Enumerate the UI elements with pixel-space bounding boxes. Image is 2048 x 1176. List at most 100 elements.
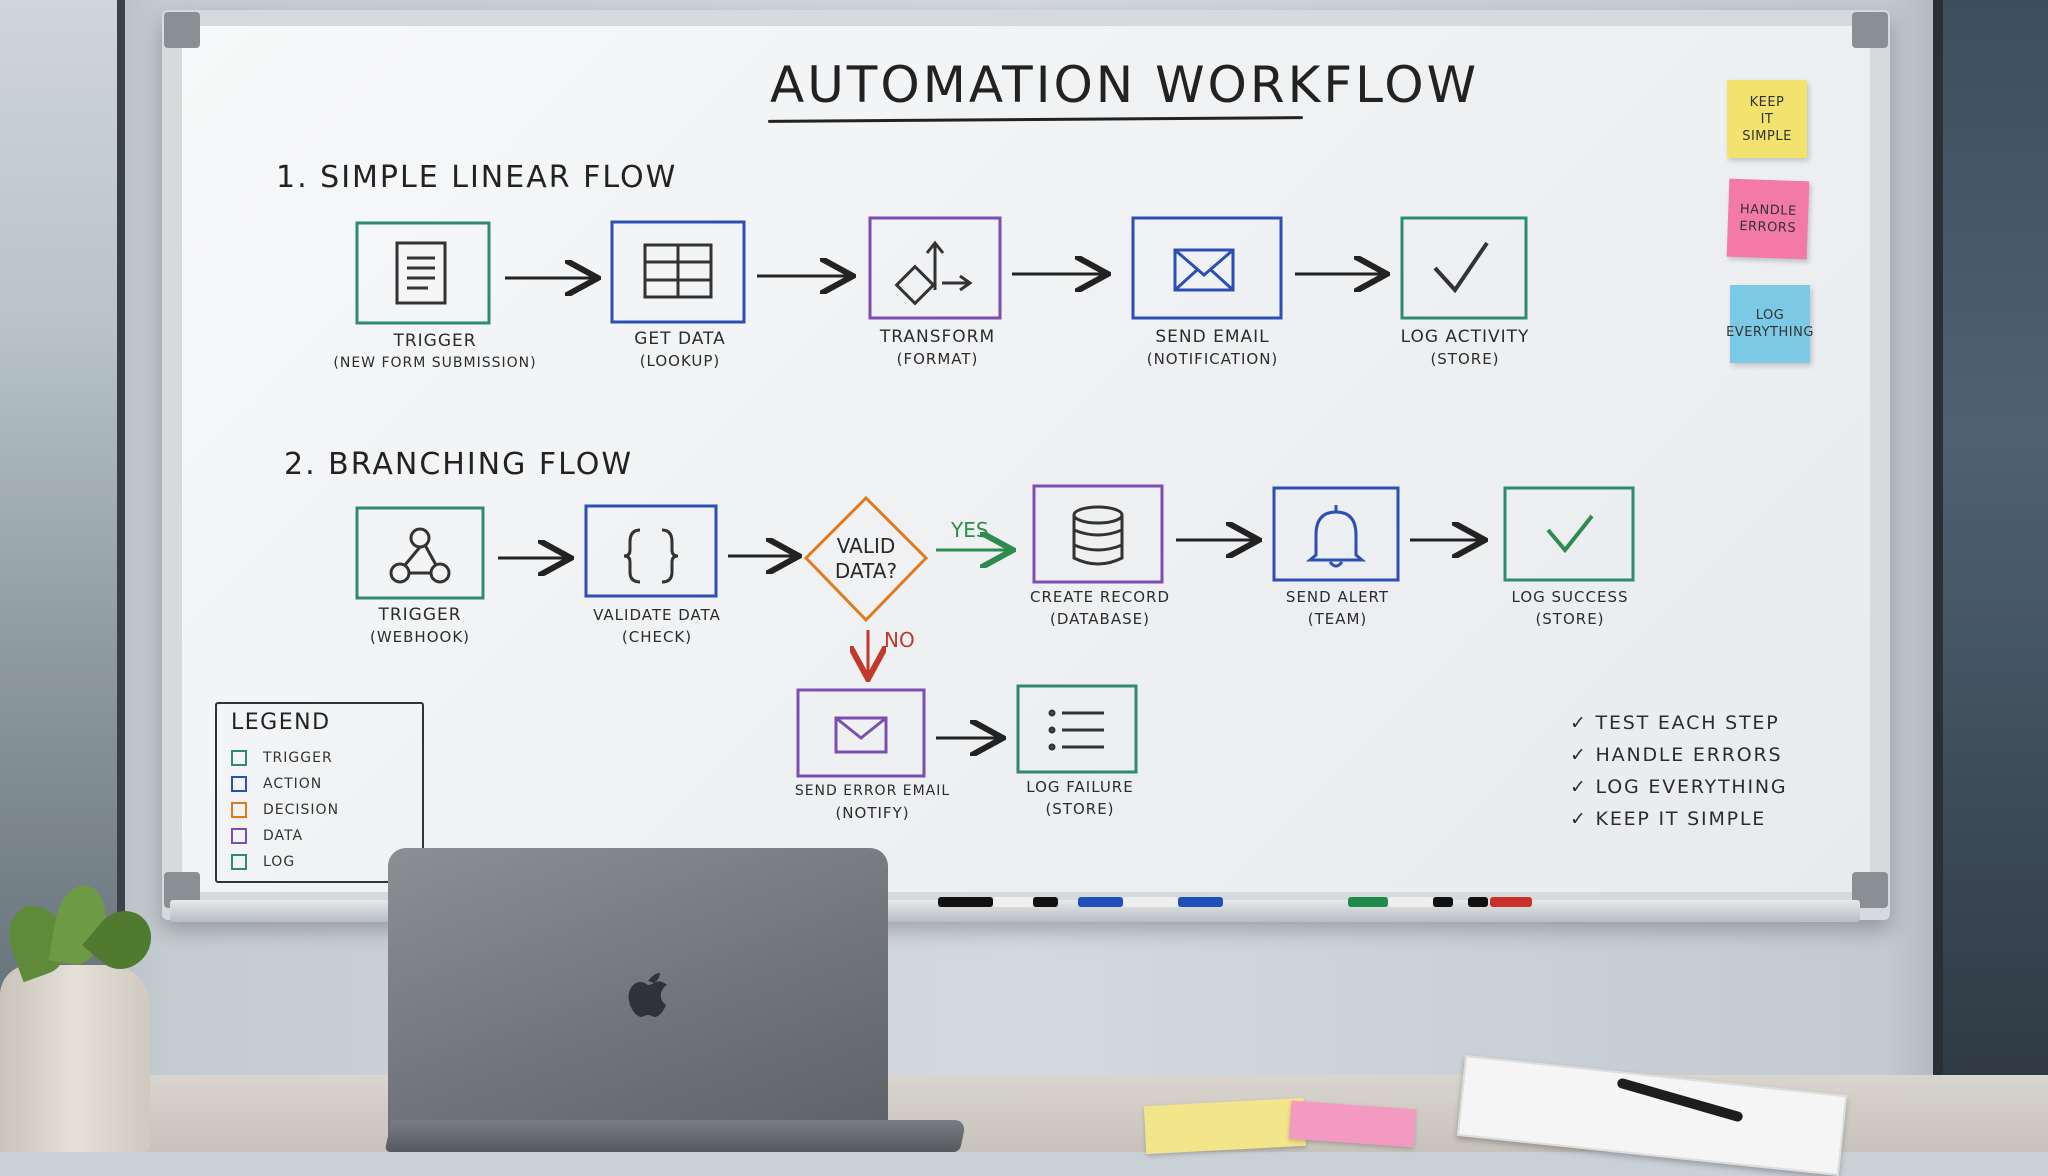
marker-cap (993, 897, 1033, 907)
black-marker (1033, 897, 1058, 907)
sticky-text: SIMPLE (1742, 128, 1792, 144)
document-icon (395, 241, 447, 305)
blue-marker (1078, 897, 1123, 907)
legend-item-decision: DECISION (231, 802, 339, 818)
black-marker (938, 897, 993, 907)
braces-icon (623, 528, 679, 584)
node-name: GET DATA (634, 329, 726, 349)
node-validate-box (584, 504, 718, 598)
workflow-diagram: VALID DATA? YES NO (355, 216, 1635, 778)
label-transform: TRANSFORM (FORMAT) (860, 326, 1015, 370)
checkmark-icon (1433, 241, 1489, 294)
legend-item-trigger: TRIGGER (231, 750, 333, 766)
label-log-success: LOG SUCCESS (STORE) (1490, 586, 1650, 630)
legend-swatch (231, 776, 247, 792)
node-sub: (FORMAT) (896, 350, 979, 368)
legend-item-data: DATA (231, 828, 303, 844)
node-get-data-box (610, 220, 746, 324)
section-1-title: 1. SIMPLE LINEAR FLOW (276, 160, 678, 195)
blue-marker (1178, 897, 1223, 907)
label-trigger-form: TRIGGER (NEW FORM SUBMISSION) (330, 330, 540, 374)
checkmark-icon (1546, 514, 1594, 554)
node-name: SEND ERROR EMAIL (794, 783, 951, 799)
node-sub: (WEBHOOK) (369, 628, 471, 646)
sticky-text: ERRORS (1739, 219, 1797, 236)
sticky-pad-yellow (1143, 1097, 1307, 1155)
legend-swatch (231, 854, 247, 870)
node-sub: (NEW FORM SUBMISSION) (333, 355, 537, 371)
label-send-alert: SEND ALERT (TEAM) (1260, 586, 1415, 630)
black-marker (1433, 897, 1453, 907)
green-marker (1348, 897, 1388, 907)
legend-item-log: LOG (231, 854, 295, 870)
legend-label: DATA (263, 828, 304, 844)
legend-item-action: ACTION (231, 776, 322, 792)
sticky-text: IT (1760, 111, 1774, 127)
table-icon (643, 243, 713, 299)
node-name: TRIGGER (393, 331, 477, 351)
label-log-failure: LOG FAILURE (STORE) (1000, 776, 1160, 820)
bell-icon (1305, 505, 1367, 568)
node-error-email-box (796, 688, 926, 778)
legend-title: LEGEND (231, 710, 331, 735)
node-name: TRIGGER (378, 605, 462, 625)
node-send-alert-box (1272, 486, 1400, 582)
checklist-item: ✓ LOG EVERYTHING (1570, 776, 1788, 798)
marker-cap (1123, 897, 1178, 907)
node-log-success-box (1503, 486, 1635, 582)
frame-corner (1852, 12, 1888, 48)
transform-icon (894, 240, 973, 306)
node-send-email-box (1131, 216, 1283, 320)
node-name: TRANSFORM (879, 327, 996, 347)
sticky-text: KEEP (1749, 94, 1785, 110)
label-create-record: CREATE RECORD (DATABASE) (1015, 586, 1185, 630)
envelope-icon (1173, 248, 1235, 292)
node-name: LOG ACTIVITY (1400, 327, 1530, 347)
node-transform-box (868, 216, 1002, 320)
node-name: LOG SUCCESS (1511, 588, 1629, 606)
sticky-note-log-everything: LOG EVERYTHING (1726, 285, 1813, 363)
node-sub: (STORE) (1430, 350, 1500, 368)
left-window (0, 0, 125, 1080)
apple-logo-icon (628, 973, 667, 1017)
label-trigger-webhook: TRIGGER (WEBHOOK) (345, 604, 495, 648)
black-marker (1468, 897, 1488, 907)
red-marker (1490, 897, 1532, 907)
node-trigger-webhook-box (355, 506, 485, 600)
node-log-failure-box (1016, 684, 1138, 774)
decision-diamond (803, 495, 929, 623)
right-window (1933, 0, 2048, 1080)
legend-swatch (231, 828, 247, 844)
legend-swatch (231, 802, 247, 818)
sticky-note-keep-simple: KEEP IT SIMPLE (1727, 80, 1807, 158)
label-error-email: SEND ERROR EMAIL (NOTIFY) (780, 780, 965, 824)
legend-label: ACTION (263, 776, 323, 792)
node-sub: (STORE) (1045, 800, 1115, 818)
laptop-base (384, 1120, 967, 1152)
list-icon (1048, 709, 1104, 751)
node-sub: (NOTIFY) (835, 804, 910, 822)
label-send-email: SEND EMAIL (NOTIFICATION) (1125, 326, 1300, 370)
database-icon (1072, 505, 1124, 566)
sticky-text: HANDLE (1739, 202, 1797, 219)
label-log-activity: LOG ACTIVITY (STORE) (1385, 326, 1545, 370)
checklist-item: ✓ HANDLE ERRORS (1570, 744, 1783, 766)
node-create-record-box (1032, 484, 1164, 584)
plant-pot (0, 965, 150, 1152)
node-name: SEND ALERT (1285, 588, 1390, 606)
node-name: SEND EMAIL (1155, 327, 1270, 347)
webhook-icon (389, 527, 451, 584)
frame-corner (164, 12, 200, 48)
checklist-item: ✓ KEEP IT SIMPLE (1570, 808, 1767, 830)
node-trigger-form-box (355, 221, 491, 325)
sticky-text: LOG (1755, 308, 1785, 323)
legend-label: DECISION (263, 802, 340, 818)
legend-swatch (231, 750, 247, 766)
yes-label: YES (950, 518, 989, 542)
legend-label: TRIGGER (263, 750, 333, 766)
no-label: NO (884, 628, 915, 652)
node-name: VALIDATE DATA (593, 606, 721, 624)
whiteboard (182, 26, 1870, 892)
section-2-title: 2. BRANCHING FLOW (284, 447, 634, 482)
board-title: AUTOMATION WORKFLOW (770, 56, 1480, 114)
